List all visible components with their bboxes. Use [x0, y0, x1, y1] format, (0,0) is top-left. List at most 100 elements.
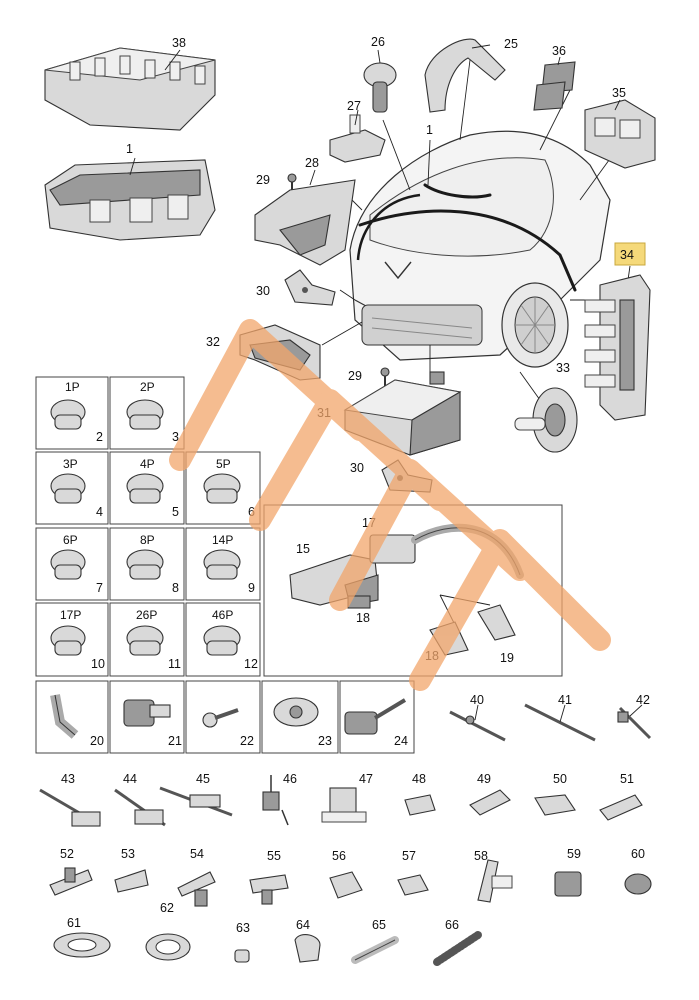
- grid-cell-5p[interactable]: 5P 6: [185, 451, 261, 525]
- svg-text:57: 57: [402, 849, 416, 863]
- part-29-screw-a[interactable]: [287, 173, 297, 190]
- grid-cell-2p[interactable]: 2P 3: [109, 376, 185, 450]
- part-19-clip[interactable]: [477, 604, 516, 641]
- connector-grid: 1P 2 2P 3 3P 4 4P 5 5P 6: [35, 376, 261, 677]
- part-47-clip[interactable]: 47: [321, 772, 373, 823]
- part-58-clip[interactable]: 58: [474, 849, 513, 903]
- label-27: 27: [347, 99, 361, 113]
- svg-text:61: 61: [67, 916, 81, 930]
- part-48-clip[interactable]: 48: [404, 772, 436, 816]
- part-45-tie[interactable]: 45: [159, 772, 233, 817]
- svg-text:4: 4: [96, 505, 103, 519]
- part-35-frame[interactable]: [584, 99, 656, 169]
- part-41-tie[interactable]: 41: [524, 693, 596, 742]
- part-25-bracket[interactable]: [424, 38, 506, 113]
- part-50-clip[interactable]: 50: [534, 772, 576, 816]
- svg-text:66: 66: [445, 918, 459, 932]
- svg-text:44: 44: [123, 772, 137, 786]
- part-37-fuse-box[interactable]: [44, 47, 216, 131]
- svg-text:46: 46: [283, 772, 297, 786]
- part-49-clip[interactable]: 49: [469, 772, 511, 816]
- part-29-screw-b[interactable]: [380, 367, 390, 386]
- part-30-bracket-a[interactable]: [284, 269, 336, 306]
- svg-text:42: 42: [636, 693, 650, 707]
- part-56-clip[interactable]: 56: [329, 849, 363, 899]
- part-33-grommet[interactable]: [514, 387, 578, 453]
- label-1: 1: [426, 123, 433, 137]
- component-cell-20[interactable]: 20: [35, 680, 109, 754]
- label-28: 28: [305, 156, 319, 170]
- part-53-clip[interactable]: 53: [114, 847, 149, 893]
- grid-cell-26p[interactable]: 26P 11: [109, 602, 185, 677]
- part-26-grommet[interactable]: [363, 49, 397, 113]
- label-29-a: 29: [256, 173, 270, 187]
- part-52-clip[interactable]: 52: [49, 847, 93, 896]
- label-33: 33: [556, 361, 570, 375]
- svg-text:55: 55: [267, 849, 281, 863]
- part-64-tape[interactable]: 64: [294, 918, 321, 963]
- part-63-plug[interactable]: 63: [234, 921, 250, 963]
- label-15: 15: [296, 542, 310, 556]
- part-65-tube[interactable]: 65: [351, 918, 399, 964]
- svg-text:59: 59: [567, 847, 581, 861]
- svg-text:12: 12: [244, 657, 258, 671]
- part-57-clip[interactable]: 57: [397, 849, 429, 896]
- part-34-harness-bracket[interactable]: [584, 265, 651, 421]
- label-29-b: 29: [348, 369, 362, 383]
- svg-text:48: 48: [412, 772, 426, 786]
- svg-text:2: 2: [96, 430, 103, 444]
- part-40-tie[interactable]: 40: [449, 693, 506, 742]
- part-27-holder[interactable]: [329, 109, 386, 163]
- component-cell-22[interactable]: 22: [185, 680, 261, 754]
- part-43-tie[interactable]: 43: [39, 772, 101, 827]
- grid-cell-17p[interactable]: 17P 10: [35, 602, 109, 677]
- svg-text:43: 43: [61, 772, 75, 786]
- svg-text:40: 40: [470, 693, 484, 707]
- svg-text:5P: 5P: [216, 457, 231, 471]
- part-46-clip[interactable]: 46: [262, 772, 297, 826]
- svg-text:20: 20: [90, 734, 104, 748]
- grid-cell-14p[interactable]: 14P 9: [185, 527, 261, 601]
- vehicle-body: [349, 130, 611, 368]
- part-51-clip[interactable]: 51: [599, 772, 643, 821]
- part-59-clip[interactable]: 59: [554, 847, 582, 897]
- part-36-pad[interactable]: [533, 56, 576, 111]
- label-38: 1: [126, 142, 133, 156]
- part-66-conduit[interactable]: 66: [433, 918, 482, 966]
- svg-text:3P: 3P: [63, 457, 78, 471]
- part-54-clip[interactable]: 54: [177, 847, 216, 907]
- label-26: 26: [371, 35, 385, 49]
- grid-cell-46p[interactable]: 46P 12: [185, 602, 261, 677]
- svg-text:10: 10: [91, 657, 105, 671]
- component-cell-24[interactable]: 24: [339, 680, 415, 754]
- grid-cell-8p[interactable]: 8P 8: [109, 527, 185, 601]
- part-42-tie[interactable]: 42: [617, 693, 652, 740]
- svg-text:9: 9: [248, 581, 255, 595]
- part-61-ring[interactable]: 61: [53, 916, 111, 958]
- grid-cell-6p[interactable]: 6P 7: [35, 527, 109, 601]
- svg-text:14P: 14P: [212, 533, 233, 547]
- svg-text:1P: 1P: [65, 380, 80, 394]
- label-18-a: 18: [356, 611, 370, 625]
- svg-text:11: 11: [168, 657, 181, 671]
- component-cell-21[interactable]: 21: [109, 680, 185, 754]
- svg-text:23: 23: [318, 734, 332, 748]
- part-28-cover[interactable]: [254, 169, 356, 266]
- svg-text:62: 62: [160, 901, 174, 915]
- grid-cell-1p[interactable]: 1P 2: [35, 376, 109, 450]
- component-cell-23[interactable]: 23: [261, 680, 339, 754]
- svg-text:2P: 2P: [140, 380, 155, 394]
- part-62-tape-roll[interactable]: 62: [145, 901, 191, 961]
- svg-text:64: 64: [296, 918, 310, 932]
- label-35: 35: [612, 86, 626, 100]
- svg-text:26P: 26P: [136, 608, 157, 622]
- svg-text:47: 47: [359, 772, 373, 786]
- svg-text:56: 56: [332, 849, 346, 863]
- part-60-clip[interactable]: 60: [624, 847, 652, 895]
- part-44-tie[interactable]: 44: [114, 772, 166, 827]
- part-55-clip[interactable]: 55: [249, 849, 289, 905]
- grid-cell-3p[interactable]: 3P 4: [35, 451, 109, 525]
- part-38-relay-box[interactable]: [44, 157, 216, 241]
- svg-text:5: 5: [172, 505, 179, 519]
